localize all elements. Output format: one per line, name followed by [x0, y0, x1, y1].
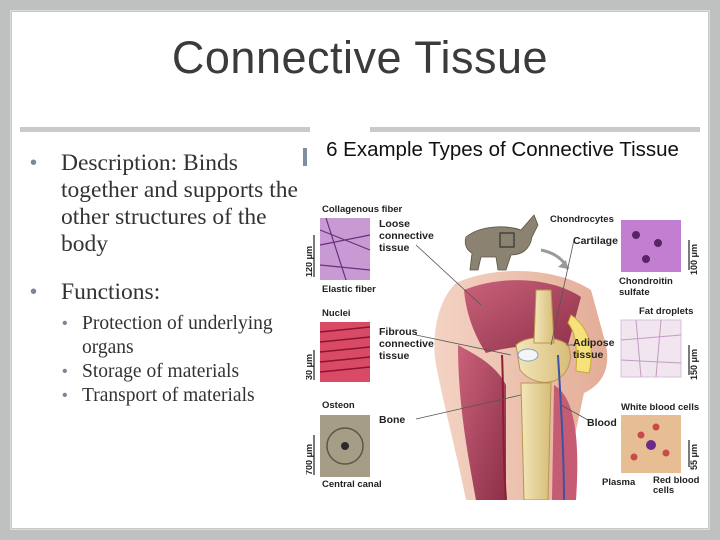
scale-55: 55 μm — [689, 444, 699, 470]
white-blood-cell — [646, 440, 656, 450]
blood-cell — [652, 423, 660, 431]
sub-bullet-marker: • — [62, 363, 68, 380]
label-loose-1: Loose — [379, 218, 410, 230]
slide-title: Connective Tissue — [171, 32, 549, 83]
leg-illustration — [434, 270, 608, 500]
label-white-blood-cells: White blood cells — [621, 402, 699, 413]
cartilage-tissue-image — [621, 220, 681, 272]
bullet-list: • Description: Binds together and suppor… — [26, 150, 306, 408]
scale-30: 30 μm — [306, 354, 314, 380]
blood-cell — [630, 453, 638, 461]
sub-bullet-text: Transport of materials — [82, 385, 255, 406]
label-nuclei: Nuclei — [322, 308, 351, 319]
loose-connective-tissue-image — [320, 218, 370, 280]
sub-bullet-text: Storage of materials — [82, 361, 240, 382]
sub-bullet-transport: • Transport of materials — [26, 384, 372, 408]
bullet-marker: • — [30, 281, 38, 303]
chondrocyte-cell — [642, 255, 650, 263]
leader-lines — [415, 239, 589, 421]
loose-fiber-strokes — [319, 217, 371, 281]
label-osteon: Osteon — [322, 400, 355, 411]
accent-mark — [303, 148, 307, 166]
label-plasma: Plasma — [602, 477, 636, 488]
label-elastic-fiber: Elastic fiber — [322, 284, 376, 295]
label-chondroitin-1: Chondroitin — [619, 276, 673, 287]
bullet-marker: • — [30, 152, 38, 174]
label-fibrous-2: connective — [379, 338, 434, 350]
sub-bullet-text: Protection of underlying organs — [82, 313, 273, 358]
label-loose-2: connective — [379, 230, 434, 242]
label-red-blood-2: cells — [653, 485, 674, 496]
label-fat-droplets: Fat droplets — [639, 306, 693, 317]
sub-bullet-protection: • Protection of underlying organs — [26, 312, 306, 360]
central-canal-dot — [341, 442, 349, 450]
label-central-canal: Central canal — [322, 479, 382, 490]
sub-bullet-marker: • — [62, 315, 68, 332]
label-loose-3: tissue — [379, 242, 410, 254]
label-collagenous-fiber: Collagenous fiber — [322, 204, 403, 215]
label-adipose-2: tissue — [573, 349, 604, 361]
title-divider — [20, 127, 310, 132]
label-fibrous-1: Fibrous — [379, 326, 418, 338]
figure-caption: 6 Example Types of Connective Tissue — [326, 138, 679, 161]
fibrous-connective-tissue-image — [320, 322, 370, 382]
blood-cell — [637, 431, 645, 439]
sub-bullet-storage: • Storage of materials — [26, 360, 342, 384]
label-bone: Bone — [379, 414, 405, 426]
connective-tissue-figure: Collagenous fiber Loose connective tissu… — [306, 204, 700, 500]
label-red-blood-1: Red blood — [653, 475, 700, 486]
label-blood: Blood — [587, 417, 617, 429]
fibrous-fiber-strokes — [319, 326, 371, 373]
bullet-description: • Description: Binds together and suppor… — [26, 150, 306, 258]
bullet-text: Description: Binds together and supports… — [61, 150, 298, 257]
adipose-cell-walls — [620, 319, 682, 378]
bullet-text: Functions: — [61, 279, 161, 305]
adipose-tissue-image — [620, 319, 682, 378]
label-cartilage: Cartilage — [573, 235, 618, 247]
scale-150: 150 μm — [689, 349, 699, 380]
sub-bullet-marker: • — [62, 387, 68, 404]
wolf-illustration — [464, 214, 570, 271]
scale-700: 700 μm — [306, 444, 314, 475]
label-fibrous-3: tissue — [379, 350, 410, 362]
blood-cell — [662, 449, 670, 457]
scale-100: 100 μm — [689, 244, 699, 275]
label-adipose-1: Adipose — [573, 337, 615, 349]
osteon-ring — [326, 427, 364, 465]
label-chondrocytes: Chondrocytes — [550, 214, 614, 225]
scale-120: 120 μm — [306, 246, 314, 277]
chondrocyte-cell — [632, 231, 640, 239]
chondrocyte-cell — [654, 239, 662, 247]
label-chondroitin-2: sulfate — [619, 287, 650, 298]
title-divider-right — [370, 127, 700, 132]
bullet-functions: • Functions: — [26, 279, 306, 306]
